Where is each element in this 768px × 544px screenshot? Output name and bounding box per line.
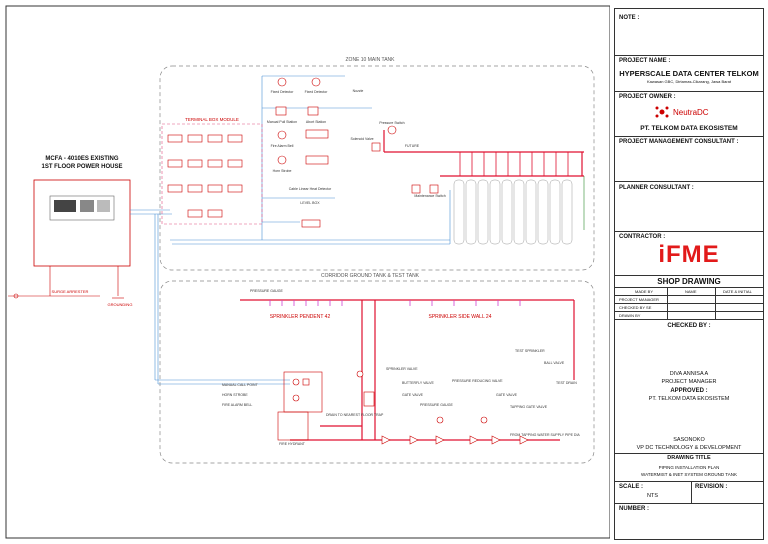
grounding-label: GROUNDING <box>108 302 133 307</box>
mcfa-panel <box>33 179 131 267</box>
scale-label: SCALE : <box>619 484 643 490</box>
schematic-drawing: ZONE 10 MAIN TANK CORRIDOR GROUND TANK &… <box>5 5 610 539</box>
pm-consultant-label: PROJECT MANAGEMENT CONSULTANT : <box>619 139 739 145</box>
future-label: FUTURE <box>405 144 420 148</box>
owner-logo-mark <box>655 105 669 119</box>
pressure-reducing-label: PRESSURE REDUCING VALVE <box>452 379 503 383</box>
test-drain-label: TEST DRAIN <box>556 381 577 385</box>
water-supply-label: FROM TAPPING WATER SUPPLY PIPE DIA <box>510 433 580 437</box>
approved-label: APPROVED : <box>670 388 708 394</box>
solenoid-valve: Solenoid Valve <box>350 137 373 141</box>
terminal-box-title: TERMINAL BOX MODULE <box>185 117 239 122</box>
revision-label: REVISION : <box>695 484 728 490</box>
manual-pull-station: Manual Pull Station <box>267 120 297 124</box>
strobe-device: Horn Strobe <box>273 169 292 173</box>
fire-alarm-bell-device: Fire Alarm Bell <box>271 144 294 148</box>
nozzle-label: Nozzle <box>353 89 364 93</box>
note-label: NOTE : <box>619 15 640 21</box>
corridor-title: CORRIDOR GROUND TANK & TEST TANK <box>321 273 420 279</box>
owner-logo-text: NeutraDC <box>673 108 709 117</box>
pressure-gauge-top: PRESSURE GAUGE <box>250 289 284 293</box>
manual-call-point-label: MANUAL CALL POINT <box>222 383 259 387</box>
sprinkler-valve-label: SPRINKLER VALVE <box>386 367 418 371</box>
molecule-icon <box>655 106 669 118</box>
owner-name: PT. TELKOM DATA EKOSISTEM <box>640 125 738 132</box>
surge-arrester-label: SURGE ARRESTER <box>52 289 89 294</box>
zone-title: ZONE 10 MAIN TANK <box>346 57 396 63</box>
fixed-detector-2: Fixed Detector <box>305 90 329 94</box>
approver-org: PT. TELKOM DATA EKOSISTEM <box>648 396 730 402</box>
horn-strobe-label: HORN STROBE <box>222 393 248 397</box>
checker-role: PROJECT MANAGER <box>661 379 717 385</box>
date-initial-label: DATE & INITIAL <box>723 289 752 294</box>
contractor-logo: iFME <box>658 241 720 268</box>
maintenance-switch: Maintenance Switch <box>414 194 445 198</box>
tapping-gate-label: TAPPING GATE VALVE <box>510 405 548 409</box>
level-box: LEVEL BOX <box>300 201 320 205</box>
drawing-title-2: WATERMIST & INET SYSTEM GROUND TANK <box>641 472 737 477</box>
drain-nearest-label: DRAIN TO NEAREST FLOOR TRAP <box>326 413 384 417</box>
pressure-switch: Pressure Switch <box>379 121 404 125</box>
gate-valve-1-label: GATE VALVE <box>402 393 424 397</box>
fixed-detector-1: Fixed Detector <box>271 90 295 94</box>
pressure-gauge-label: PRESSURE GAUGE <box>420 403 454 407</box>
fire-alarm-bell-label: FIRE ALARM BELL <box>222 403 252 407</box>
linear-heat-detector: Cable Linear Heat Detector <box>289 187 332 191</box>
sprinkler-sidewall-label: SPRINKLER SIDE WALL 24 <box>429 314 492 320</box>
drawing-title-1: PIPING INSTALLATION PLAN <box>658 465 720 470</box>
panel-title-1: MCFA - 4010ES EXISTING <box>45 156 118 162</box>
made-by-label: MADE BY <box>635 289 654 294</box>
checker-name: DIVA ANNISA A <box>669 371 709 377</box>
name-label: NAME <box>685 289 697 294</box>
project-name-label: PROJECT NAME : <box>619 58 671 64</box>
planner-label: PLANNER CONSULTANT : <box>619 185 694 191</box>
abort-station: Abort Station <box>306 120 326 124</box>
drawn-by-label: DRAWN BY <box>619 313 641 318</box>
sprinkler-pendent-label: SPRINKLER PENDENT 42 <box>270 314 331 320</box>
contractor-label: CONTRACTOR : <box>619 234 666 240</box>
test-sprinkler-label: TEST SPRINKLER <box>515 349 545 353</box>
project-owner-label: PROJECT OWNER : <box>619 94 676 100</box>
checked-by-label: CHECKED BY : <box>667 323 711 329</box>
approver-role: VP DC TECHNOLOGY & DEVELOPMENT <box>636 445 742 451</box>
approver-name: SASONOKO <box>673 437 705 443</box>
ball-valve-label: BALL VALVE <box>544 361 565 365</box>
gate-valve-2-label: GATE VALVE <box>496 393 518 397</box>
shop-drawing: SHOP DRAWING <box>657 277 721 286</box>
scale-value: NTS <box>647 493 658 499</box>
butterfly-valve-label: BUTTERFLY VALVE <box>402 381 434 385</box>
pm-row-label: PROJECT MANAGER <box>619 297 659 302</box>
number-label: NUMBER : <box>619 506 649 512</box>
drawing-title-label: DRAWING TITLE <box>667 455 711 461</box>
project-name: HYPERSCALE DATA CENTER TELKOM <box>619 69 759 78</box>
panel-title-2: 1ST FLOOR POWER HOUSE <box>41 164 122 170</box>
fire-hydrant-label: FIRE HYDRANT <box>279 442 306 446</box>
title-block: NOTE : PROJECT NAME : HYPERSCALE DATA CE… <box>614 8 764 540</box>
project-address: Kawasan GBC, Dirtamas-Cikarang, Jawa Bar… <box>646 79 732 84</box>
checked-by-se-label: CHECKED BY SE <box>619 305 652 310</box>
